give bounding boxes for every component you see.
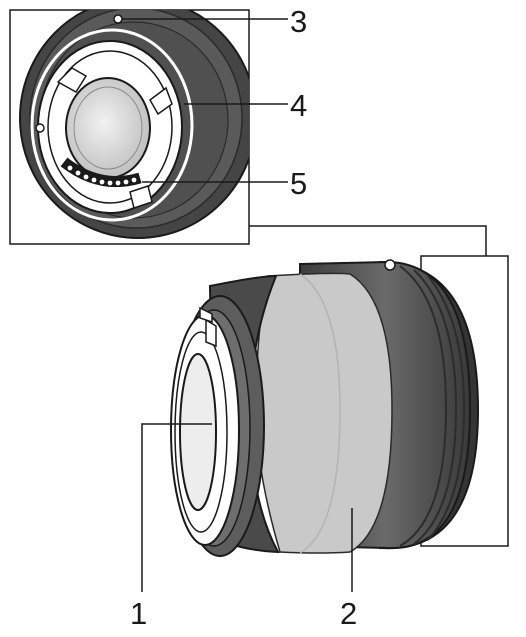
leader-lines — [122, 18, 353, 592]
lens-rear-element — [179, 353, 217, 511]
focus-ring — [255, 272, 393, 554]
callout-1: 1 — [130, 596, 147, 631]
inset-connector — [249, 225, 487, 256]
leader-1 — [141, 423, 212, 592]
callout-4: 4 — [290, 88, 307, 123]
callout-3: 3 — [290, 4, 307, 39]
callout-5: 5 — [290, 166, 307, 201]
inset-rear-view — [9, 9, 250, 245]
lens-body — [170, 259, 480, 557]
inset-white-ring — [30, 28, 194, 222]
lens-index-dot — [384, 259, 396, 271]
inset-contacts — [60, 157, 142, 188]
inset-index-dot — [113, 14, 123, 24]
inset-rear-element — [65, 77, 151, 179]
callout-2: 2 — [340, 596, 357, 631]
